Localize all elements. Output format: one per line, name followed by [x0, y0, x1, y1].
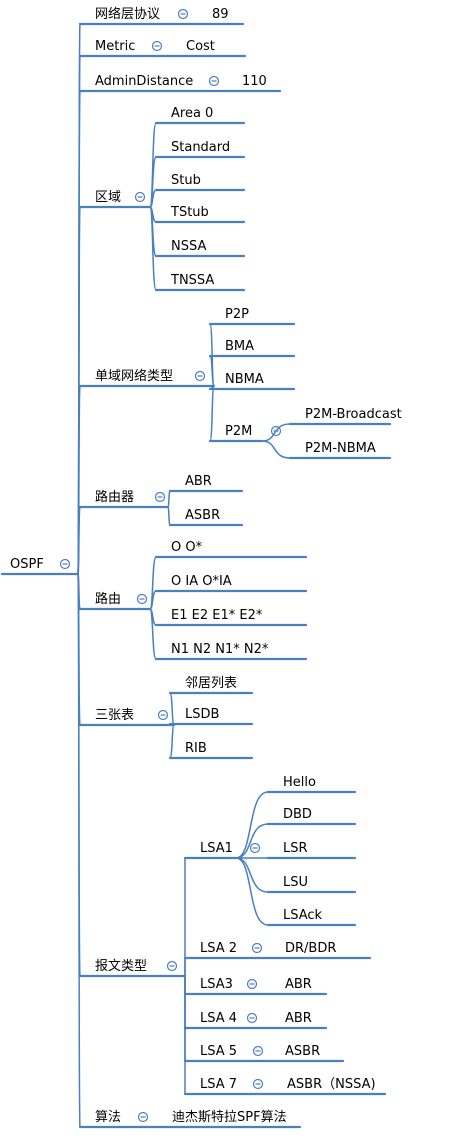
grandchild-label-msg-1: DBD — [283, 807, 312, 822]
child-branch-router-1 — [167, 506, 171, 526]
collapse-icon-msg-1[interactable] — [251, 942, 263, 954]
node-value-metric: Cost — [186, 39, 215, 54]
child-value-msg-3: ABR — [285, 1011, 312, 1026]
node-label-route: 路由 — [95, 591, 121, 607]
collapse-icon-proto[interactable] — [177, 8, 189, 20]
node-label-router: 路由器 — [95, 489, 134, 505]
child-label-route-2: E1 E2 E1* E2* — [171, 608, 263, 623]
node-label-tables: 三张表 — [95, 708, 134, 723]
child-label-tables-2: RIB — [185, 741, 207, 756]
child-branch-route-3 — [149, 608, 157, 660]
child-label-area-0: Area 0 — [171, 106, 213, 121]
grandchild-label-nettype-1: P2M-NBMA — [305, 441, 376, 456]
branch-algo — [77, 573, 81, 1128]
child-label-area-1: Standard — [171, 140, 230, 155]
root-collapse-icon[interactable] — [59, 558, 71, 570]
child-branch-router-0 — [167, 490, 171, 508]
child-label-msg-4: LSA 5 — [200, 1044, 237, 1059]
grandchild-label-msg-2: LSR — [283, 841, 308, 856]
child-label-area-3: TStub — [170, 205, 209, 220]
collapse-icon-msg-5[interactable] — [252, 1078, 264, 1090]
grandchild-branch-msg-3 — [235, 857, 269, 893]
root-node-label: OSPF — [10, 557, 44, 572]
grandchild-label-msg-0: Hello — [283, 775, 316, 790]
node-label-algo: 算法 — [95, 1110, 121, 1125]
grandchild-branch-nettype-1 — [261, 440, 291, 459]
child-label-msg-3: LSA 4 — [200, 1011, 237, 1026]
node-label-area: 区域 — [95, 190, 121, 205]
grandchild-label-msg-4: LSAck — [283, 908, 323, 923]
grandchild-branch-msg-4 — [235, 857, 269, 926]
grandchild-branch-msg-0 — [235, 791, 269, 859]
child-label-msg-5: LSA 7 — [200, 1077, 237, 1092]
child-label-area-5: TNSSA — [170, 273, 214, 288]
child-label-msg-1: LSA 2 — [200, 941, 237, 956]
child-label-nettype-2: NBMA — [225, 372, 264, 387]
collapse-icon-msg-0[interactable] — [249, 842, 261, 854]
child-branch-tables-0 — [169, 692, 175, 726]
node-label-ad: AdminDistance — [95, 74, 193, 89]
child-value-msg-4: ASBR — [285, 1044, 320, 1059]
collapse-icon-msg-2[interactable] — [246, 978, 258, 990]
grandchild-branch-nettype-0 — [261, 423, 291, 442]
child-branch-nettype-3 — [209, 385, 215, 442]
grandchild-label-msg-3: LSU — [283, 875, 308, 890]
collapse-icon-route[interactable] — [136, 593, 148, 605]
child-label-nettype-1: BMA — [225, 339, 254, 354]
node-label-metric: Metric — [95, 39, 135, 54]
collapse-icon-msg-3[interactable] — [246, 1012, 258, 1024]
child-branch-area-5 — [149, 206, 157, 291]
child-label-route-0: O O* — [171, 540, 203, 555]
child-label-msg-2: LSA3 — [200, 977, 233, 992]
child-label-route-1: O IA O*IA — [171, 574, 232, 589]
child-label-msg-0: LSA1 — [200, 841, 233, 856]
child-branch-tables-2 — [169, 724, 175, 759]
branch-router — [77, 506, 81, 575]
child-label-router-0: ABR — [185, 474, 212, 489]
child-label-tables-0: 邻居列表 — [185, 676, 237, 691]
node-value-algo: 迪杰斯特拉SPF算法 — [172, 1110, 287, 1125]
child-label-nettype-3: P2M — [225, 424, 252, 439]
node-label-nettype: 单域网络类型 — [95, 368, 173, 384]
collapse-icon-nettype[interactable] — [194, 370, 206, 382]
collapse-icon-msg-4[interactable] — [252, 1045, 264, 1057]
grandchild-label-nettype-0: P2M-Broadcast — [305, 407, 402, 422]
collapse-icon-msg[interactable] — [166, 960, 178, 972]
node-label-proto: 网络层协议 — [95, 6, 160, 22]
child-value-msg-2: ABR — [285, 977, 312, 992]
grandchild-branch-msg-1 — [235, 823, 269, 859]
child-value-msg-1: DR/BDR — [285, 941, 336, 956]
collapse-icon-ad[interactable] — [208, 75, 220, 87]
collapse-icon-router[interactable] — [154, 491, 166, 503]
collapse-icon-algo[interactable] — [137, 1111, 149, 1123]
child-label-area-4: NSSA — [171, 239, 206, 254]
collapse-icon-tables[interactable] — [157, 709, 169, 721]
child-label-route-3: N1 N2 N1* N2* — [171, 642, 269, 657]
child-value-msg-5: ASBR（NSSA) — [287, 1077, 376, 1092]
node-label-msg: 报文类型 — [95, 959, 147, 974]
node-value-proto: 89 — [212, 7, 229, 22]
child-label-area-2: Stub — [171, 173, 201, 188]
collapse-icon-metric[interactable] — [151, 40, 163, 52]
child-label-router-1: ASBR — [185, 508, 220, 523]
collapse-icon-area[interactable] — [134, 191, 146, 203]
child-label-tables-1: LSDB — [185, 707, 219, 722]
node-value-ad: 110 — [242, 74, 267, 89]
child-label-nettype-0: P2P — [225, 307, 249, 322]
